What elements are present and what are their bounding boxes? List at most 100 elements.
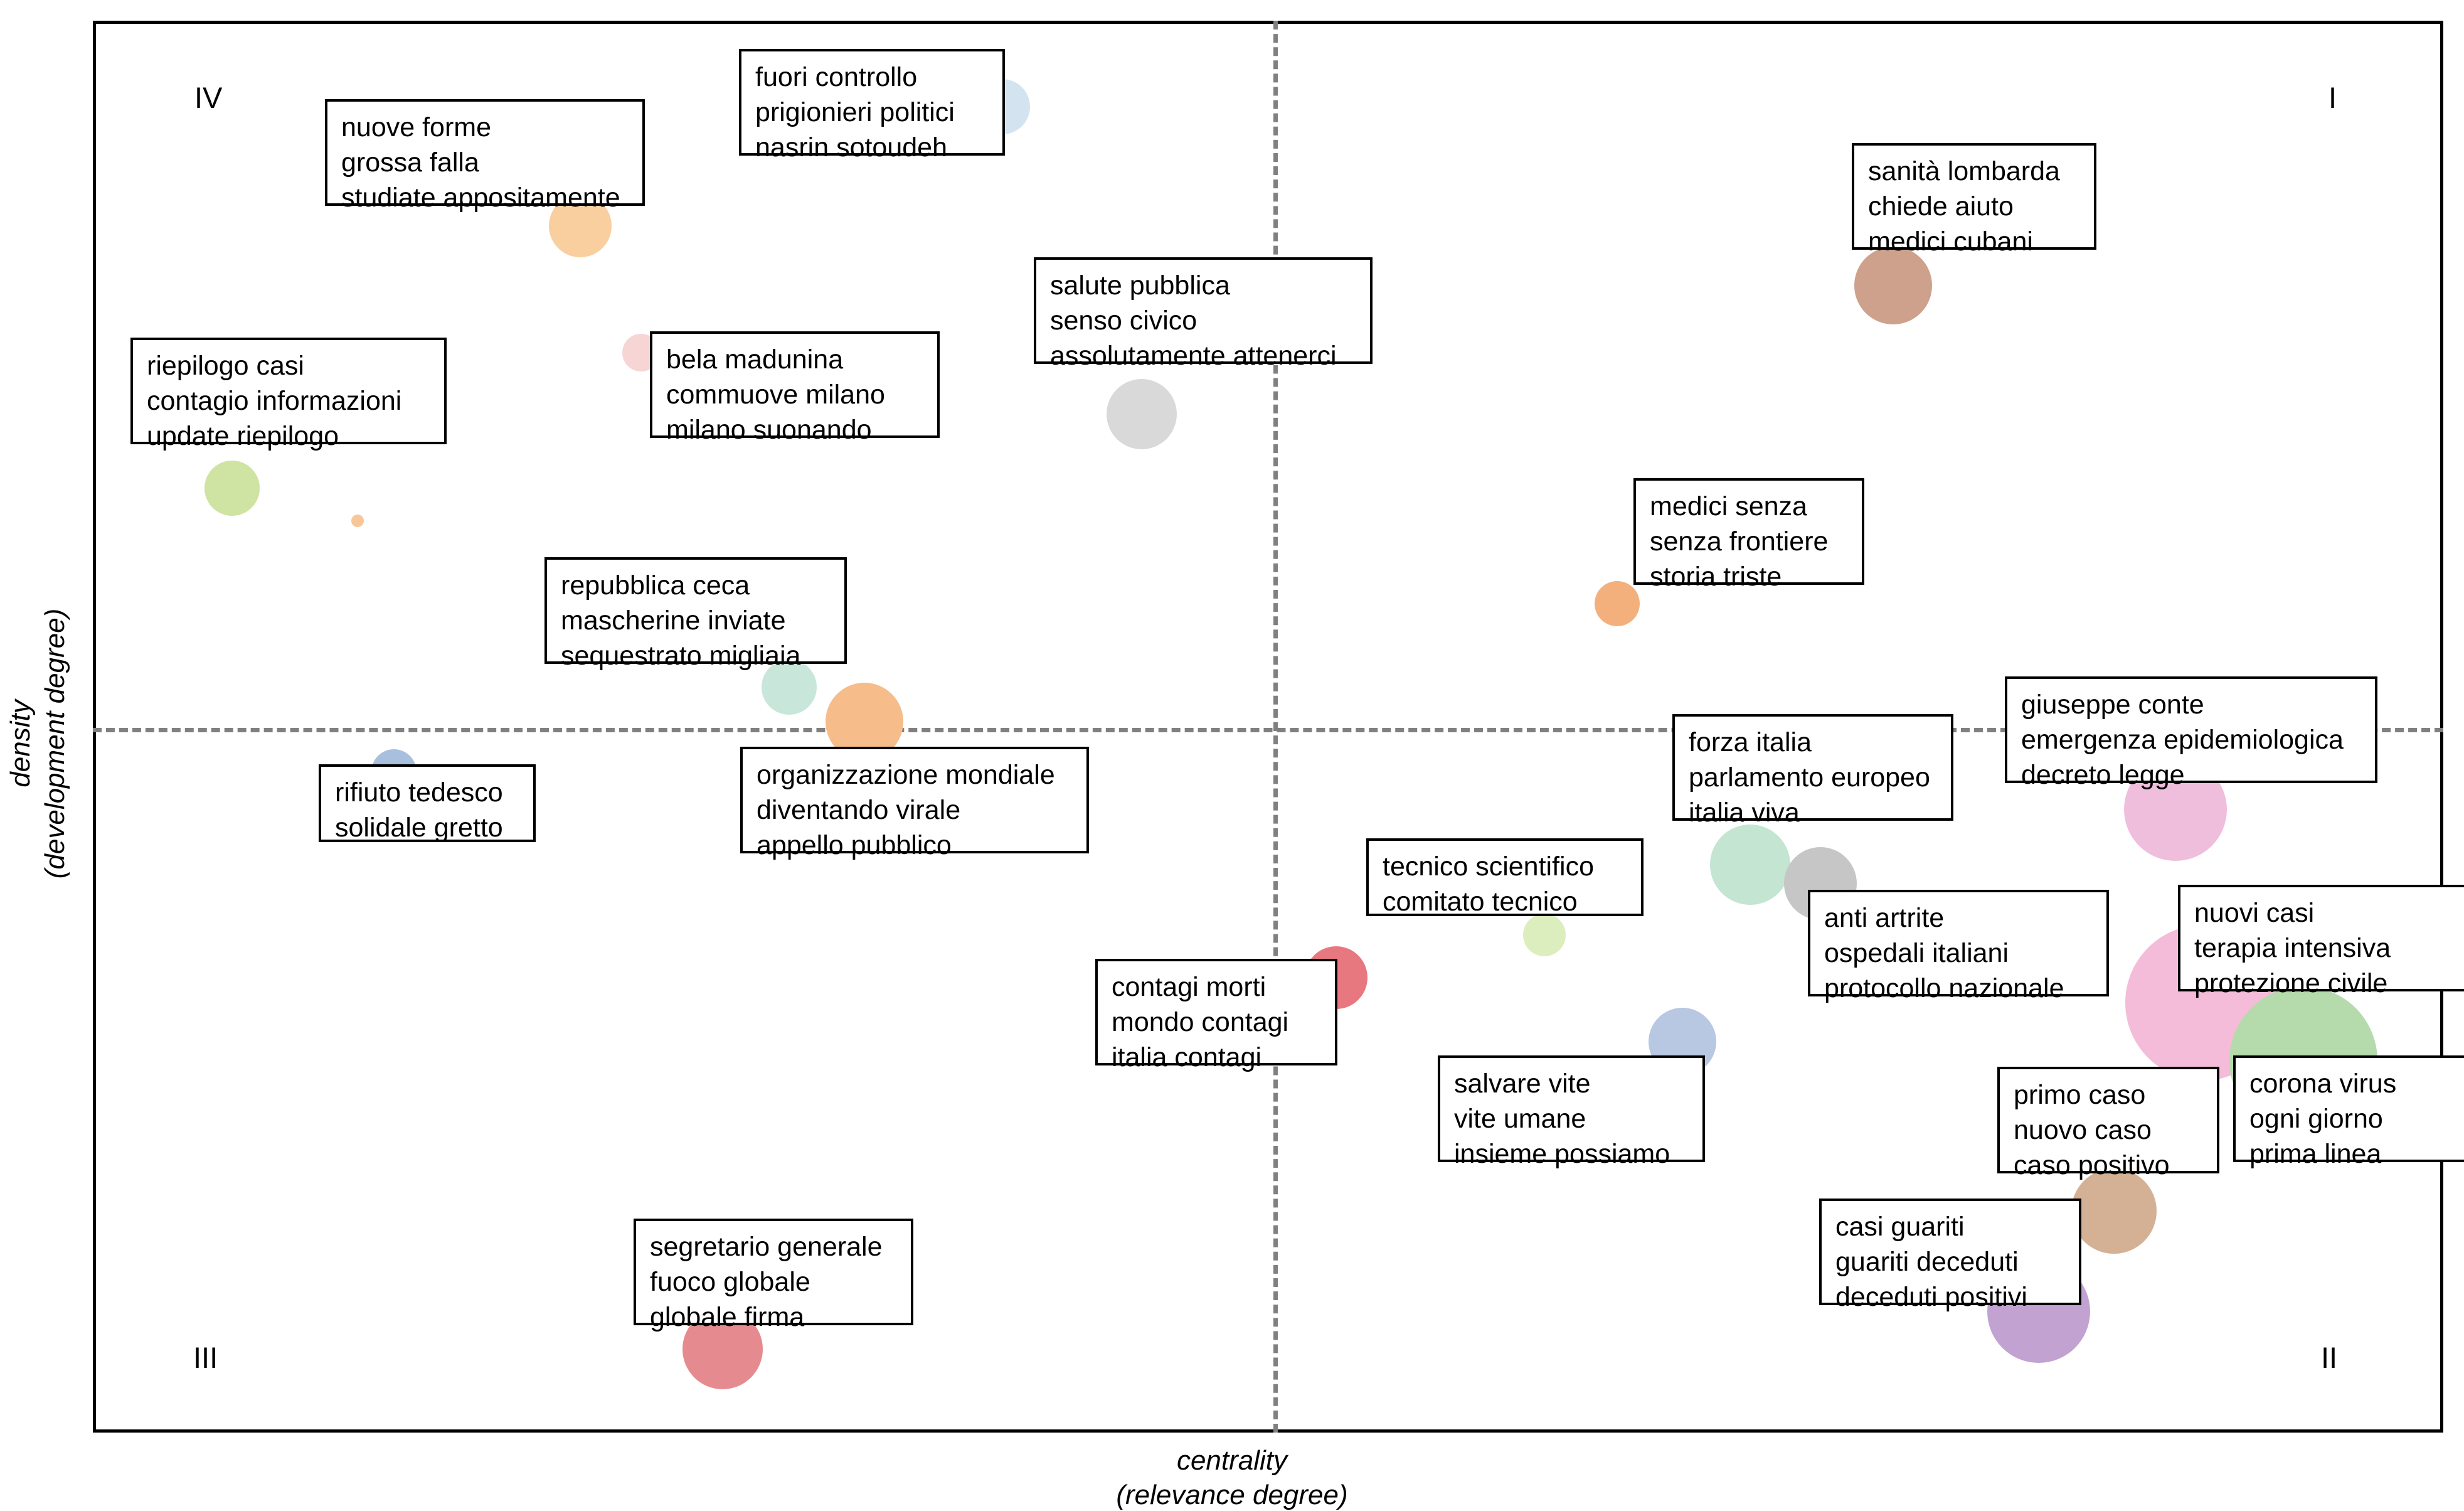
y-axis-title: density (development degree) bbox=[3, 493, 72, 995]
cluster-term: studiate appositamente bbox=[341, 182, 620, 213]
cluster-bubble-riepilogo-casi bbox=[204, 461, 260, 516]
cluster-box-rifiuto-tedesco: rifiuto tedesco solidale gretto bbox=[319, 764, 536, 843]
cluster-term: nasrin sotoudeh bbox=[755, 132, 947, 163]
cluster-term: nuovo caso bbox=[2014, 1114, 2152, 1145]
cluster-term: solidale gretto bbox=[335, 812, 503, 843]
cluster-term: rifiuto tedesco bbox=[335, 777, 503, 808]
cluster-box-bela-madunina: bela madunina commuove milano milano suona… bbox=[650, 331, 940, 445]
x-axis-title: centrality (relevance degree) bbox=[0, 1443, 2464, 1511]
horizontal-divider-line bbox=[93, 728, 2443, 732]
y-axis-title-line2: (development degree) bbox=[40, 608, 70, 879]
cluster-bubble-sanita-lombarda bbox=[1854, 247, 1932, 324]
cluster-box-forza-italia: forza italia parlamento europeo italia viv… bbox=[1672, 714, 1953, 828]
cluster-term: bela madunina bbox=[666, 344, 844, 375]
cluster-term: sanità lombarda bbox=[1868, 156, 2060, 186]
cluster-term: vite umane bbox=[1454, 1103, 1586, 1134]
quadrant-label-iv: IV bbox=[194, 81, 223, 114]
cluster-bubble-medici-senza bbox=[1595, 581, 1640, 626]
cluster-bubble-repubblica-ceca bbox=[762, 659, 817, 715]
cluster-box-giuseppe-conte: giuseppe conte emergenza epidemiologica de… bbox=[2005, 676, 2377, 790]
vertical-divider-line bbox=[1273, 21, 1278, 1433]
cluster-term: casi guariti bbox=[1835, 1212, 1965, 1242]
cluster-term: contagi morti bbox=[1112, 972, 1267, 1002]
cluster-term: forza italia bbox=[1689, 727, 1812, 757]
cluster-term: prima linea bbox=[2249, 1138, 2382, 1169]
cluster-term: prigionieri politici bbox=[755, 97, 955, 127]
cluster-term: protocollo nazionale bbox=[1824, 973, 2064, 1003]
cluster-box-fuori-controllo: fuori controllo prigionieri politici nasri… bbox=[739, 49, 1005, 163]
cluster-term: corona virus bbox=[2249, 1069, 2397, 1099]
cluster-term: mascherine inviate bbox=[561, 605, 786, 636]
cluster-box-contagi-morti: contagi morti mondo contagi italia contagi bbox=[1095, 959, 1337, 1072]
cluster-bubble-forza-italia bbox=[1710, 825, 1790, 905]
x-axis-title-line1: centrality bbox=[1176, 1445, 1288, 1476]
cluster-box-corona-virus: corona virus ogni giorno prima linea bbox=[2233, 1055, 2464, 1169]
cluster-term: senso civico bbox=[1050, 305, 1197, 336]
cluster-term: medici senza bbox=[1650, 491, 1807, 521]
cluster-box-casi-guariti: casi guariti guariti deceduti deceduti pos… bbox=[1819, 1199, 2081, 1312]
cluster-box-medici-senza: medici senza senza frontiere storia triste bbox=[1633, 478, 1864, 592]
cluster-box-salute-pubblica: salute pubblica senso civico assolutamente… bbox=[1034, 257, 1373, 371]
cluster-box-repubblica-ceca: repubblica ceca mascherine inviate sequest… bbox=[544, 557, 847, 671]
cluster-term: globale firma bbox=[650, 1301, 805, 1332]
cluster-term: salute pubblica bbox=[1050, 270, 1230, 301]
cluster-term: giuseppe conte bbox=[2021, 690, 2204, 720]
cluster-box-segretario-generale: segretario generale fuoco globale globale … bbox=[634, 1219, 913, 1332]
cluster-term: terapia intensiva bbox=[2194, 932, 2391, 963]
cluster-term: repubblica ceca bbox=[561, 570, 750, 601]
cluster-term: update riepilogo bbox=[147, 420, 339, 451]
cluster-term: tecnico scientifico bbox=[1383, 852, 1594, 882]
cluster-box-salvare-vite: salvare vite vite umane insieme possiamo bbox=[1438, 1055, 1705, 1169]
cluster-term: comitato tecnico bbox=[1383, 886, 1578, 917]
cluster-term: parlamento europeo bbox=[1689, 762, 1930, 793]
plot-frame bbox=[93, 21, 2443, 1433]
cluster-term: insieme possiamo bbox=[1454, 1138, 1670, 1169]
cluster-term: mondo contagi bbox=[1112, 1006, 1289, 1037]
cluster-term: sequestrato migliaia bbox=[561, 640, 801, 671]
cluster-term: nuove forme bbox=[341, 112, 492, 142]
cluster-box-nuove-forme: nuove forme grossa falla studiate apposita… bbox=[325, 99, 645, 213]
cluster-bubble-primo-caso bbox=[2071, 1168, 2157, 1254]
cluster-term: salvare vite bbox=[1454, 1069, 1591, 1099]
cluster-term: deceduti positivi bbox=[1835, 1281, 2027, 1312]
cluster-term: contagio informazioni bbox=[147, 385, 402, 416]
cluster-term: medici cubani bbox=[1868, 226, 2033, 257]
cluster-bubble-salute-pubblica bbox=[1107, 379, 1177, 449]
cluster-term: organizzazione mondiale bbox=[757, 760, 1055, 790]
cluster-term: nuovi casi bbox=[2194, 898, 2315, 928]
cluster-term: storia triste bbox=[1650, 561, 1782, 592]
cluster-term: senza frontiere bbox=[1650, 526, 1829, 557]
cluster-bubble-unlabeled-tiny-orange bbox=[351, 515, 364, 527]
cluster-term: decreto legge bbox=[2021, 759, 2185, 790]
cluster-term: ogni giorno bbox=[2249, 1103, 2383, 1134]
cluster-box-anti-artrite: anti artrite ospedali italiani protocollo … bbox=[1808, 890, 2109, 1003]
cluster-term: milano suonando bbox=[666, 414, 872, 445]
cluster-term: commuove milano bbox=[666, 379, 885, 410]
cluster-term: segretario generale bbox=[650, 1232, 883, 1262]
cluster-bubble-tecnico-scientifico bbox=[1523, 914, 1566, 956]
cluster-term: emergenza epidemiologica bbox=[2021, 724, 2344, 755]
cluster-term: anti artrite bbox=[1824, 903, 1945, 933]
x-axis-title-line2: (relevance degree) bbox=[1116, 1480, 1348, 1510]
cluster-term: italia viva bbox=[1689, 797, 1800, 828]
cluster-term: italia contagi bbox=[1112, 1042, 1262, 1072]
quadrant-label-ii: II bbox=[2321, 1341, 2338, 1374]
cluster-term: appello pubblico bbox=[757, 830, 952, 860]
cluster-term: primo caso bbox=[2014, 1080, 2146, 1110]
cluster-term: fuori controllo bbox=[755, 62, 918, 92]
cluster-term: ospedali italiani bbox=[1824, 937, 2009, 968]
cluster-term: diventando virale bbox=[757, 794, 961, 825]
cluster-term: assolutamente attenerci bbox=[1050, 340, 1337, 371]
cluster-box-organizzazione-mondiale: organizzazione mondiale diventando virale… bbox=[740, 747, 1089, 860]
cluster-term: guariti deceduti bbox=[1835, 1246, 2019, 1277]
cluster-box-tecnico-scientifico: tecnico scientifico comitato tecnico bbox=[1366, 838, 1644, 917]
quadrant-label-i: I bbox=[2329, 81, 2337, 114]
cluster-term: fuoco globale bbox=[650, 1266, 810, 1297]
quadrant-label-iii: III bbox=[193, 1341, 218, 1374]
cluster-term: grossa falla bbox=[341, 147, 479, 178]
